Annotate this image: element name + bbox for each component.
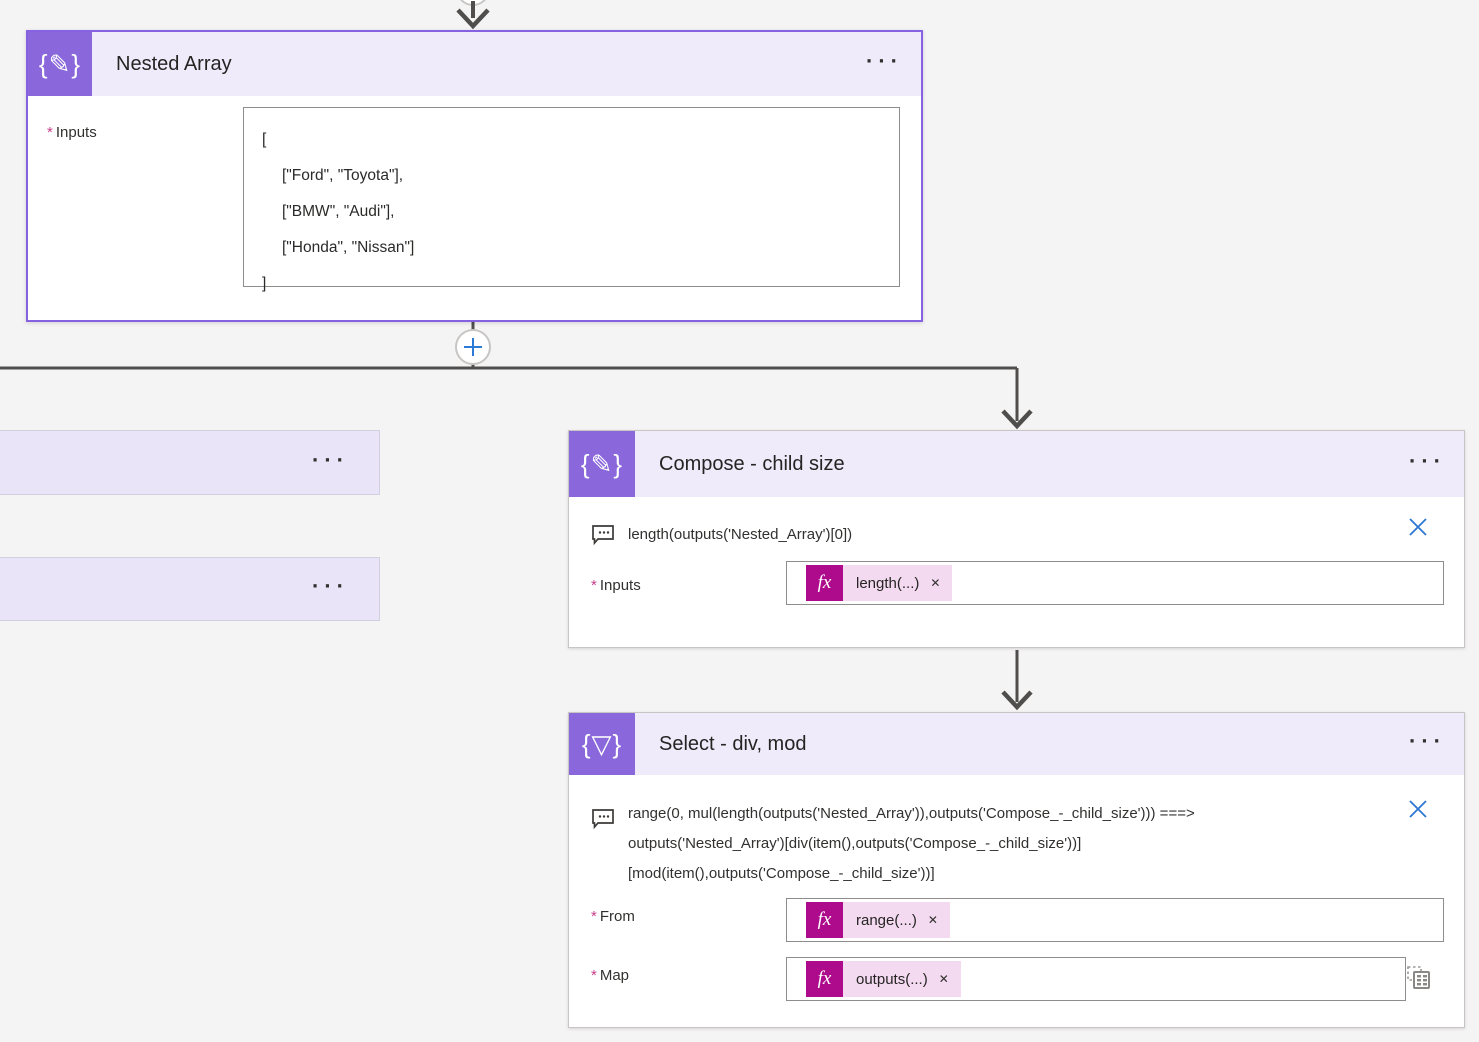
- inputs-field-label: *Inputs: [47, 124, 97, 141]
- action-card-partial-1[interactable]: ···: [0, 430, 380, 495]
- json-line: ["Honda", "Nissan"]: [282, 239, 415, 256]
- action-header-nested-array[interactable]: {✎} Nested Array ···: [28, 32, 921, 96]
- comment-text: outputs('Nested_Array')[div(item(),outpu…: [628, 835, 1082, 852]
- comment-row: range(0, mul(length(outputs('Nested_Arra…: [591, 799, 1381, 889]
- fx-icon: fx: [806, 902, 843, 938]
- dismiss-comment-icon[interactable]: [1407, 798, 1429, 823]
- map-expression-field[interactable]: fx outputs(...) ✕: [786, 957, 1406, 1001]
- action-card-nested-array[interactable]: {✎} Nested Array ··· *Inputs [ ["Ford", …: [26, 30, 923, 322]
- action-card-select-div-mod[interactable]: {▽} Select - div, mod ··· range(0, mul(l…: [568, 712, 1465, 1028]
- more-options-icon[interactable]: ···: [866, 48, 903, 74]
- more-options-icon[interactable]: ···: [312, 573, 349, 599]
- switch-map-mode-icon[interactable]: [1406, 965, 1432, 994]
- action-card-compose-child-size[interactable]: {✎} Compose - child size ··· length(outp…: [568, 430, 1465, 648]
- action-header-select-div-mod[interactable]: {▽} Select - div, mod ···: [569, 713, 1464, 775]
- comment-row: length(outputs('Nested_Array')[0]): [591, 520, 1381, 550]
- arrow-down-icon: [1001, 409, 1033, 430]
- comment-text: [mod(item(),outputs('Compose_-_child_siz…: [628, 865, 935, 882]
- json-line: [: [262, 131, 267, 148]
- arrow-down-icon: [1001, 690, 1033, 711]
- comment-text: range(0, mul(length(outputs('Nested_Arra…: [628, 805, 1195, 822]
- inputs-json-editor[interactable]: [ ["Ford", "Toyota"], ["BMW", "Audi"], […: [243, 107, 900, 292]
- comment-icon: [592, 525, 614, 546]
- json-line: ["BMW", "Audi"],: [282, 203, 395, 220]
- expression-token-label: range(...): [856, 911, 917, 929]
- select-action-icon: {▽}: [569, 713, 635, 775]
- action-title: Nested Array: [116, 52, 232, 75]
- from-expression-field[interactable]: fx range(...) ✕: [786, 898, 1444, 942]
- expression-token-label: outputs(...): [856, 970, 928, 988]
- from-field-label: *From: [591, 908, 635, 925]
- action-title: Compose - child size: [659, 452, 845, 475]
- expression-token[interactable]: fx range(...) ✕: [806, 902, 950, 938]
- required-marker: *: [591, 967, 597, 984]
- required-marker: *: [591, 908, 597, 925]
- dismiss-comment-icon[interactable]: [1407, 516, 1429, 541]
- expression-token-label: length(...): [856, 574, 920, 592]
- comment-icon: [592, 809, 614, 830]
- inputs-expression-field[interactable]: fx length(...) ✕: [786, 561, 1444, 605]
- fx-icon: fx: [806, 961, 843, 997]
- action-title: Select - div, mod: [659, 732, 807, 755]
- remove-token-icon[interactable]: ✕: [930, 576, 941, 590]
- required-marker: *: [47, 124, 53, 141]
- json-line: ]: [262, 275, 267, 292]
- fx-icon: fx: [806, 565, 843, 601]
- more-options-icon[interactable]: ···: [1409, 728, 1446, 754]
- required-marker: *: [591, 577, 597, 594]
- arrow-down-icon: [456, 8, 490, 30]
- json-line: ["Ford", "Toyota"],: [282, 167, 404, 184]
- remove-token-icon[interactable]: ✕: [938, 972, 949, 986]
- plus-icon: [464, 338, 482, 356]
- more-options-icon[interactable]: ···: [312, 446, 349, 472]
- action-header-compose-child-size[interactable]: {✎} Compose - child size ···: [569, 431, 1464, 497]
- compose-action-icon: {✎}: [569, 431, 635, 497]
- expression-token[interactable]: fx outputs(...) ✕: [806, 961, 961, 997]
- map-field-label: *Map: [591, 967, 630, 984]
- inputs-field-label: *Inputs: [591, 577, 641, 594]
- remove-token-icon[interactable]: ✕: [927, 913, 938, 927]
- compose-action-icon: {✎}: [28, 32, 92, 96]
- more-options-icon[interactable]: ···: [1409, 448, 1446, 474]
- expression-token[interactable]: fx length(...) ✕: [806, 565, 953, 601]
- comment-text: length(outputs('Nested_Array')[0]): [628, 526, 853, 543]
- action-card-partial-2[interactable]: ···: [0, 557, 380, 621]
